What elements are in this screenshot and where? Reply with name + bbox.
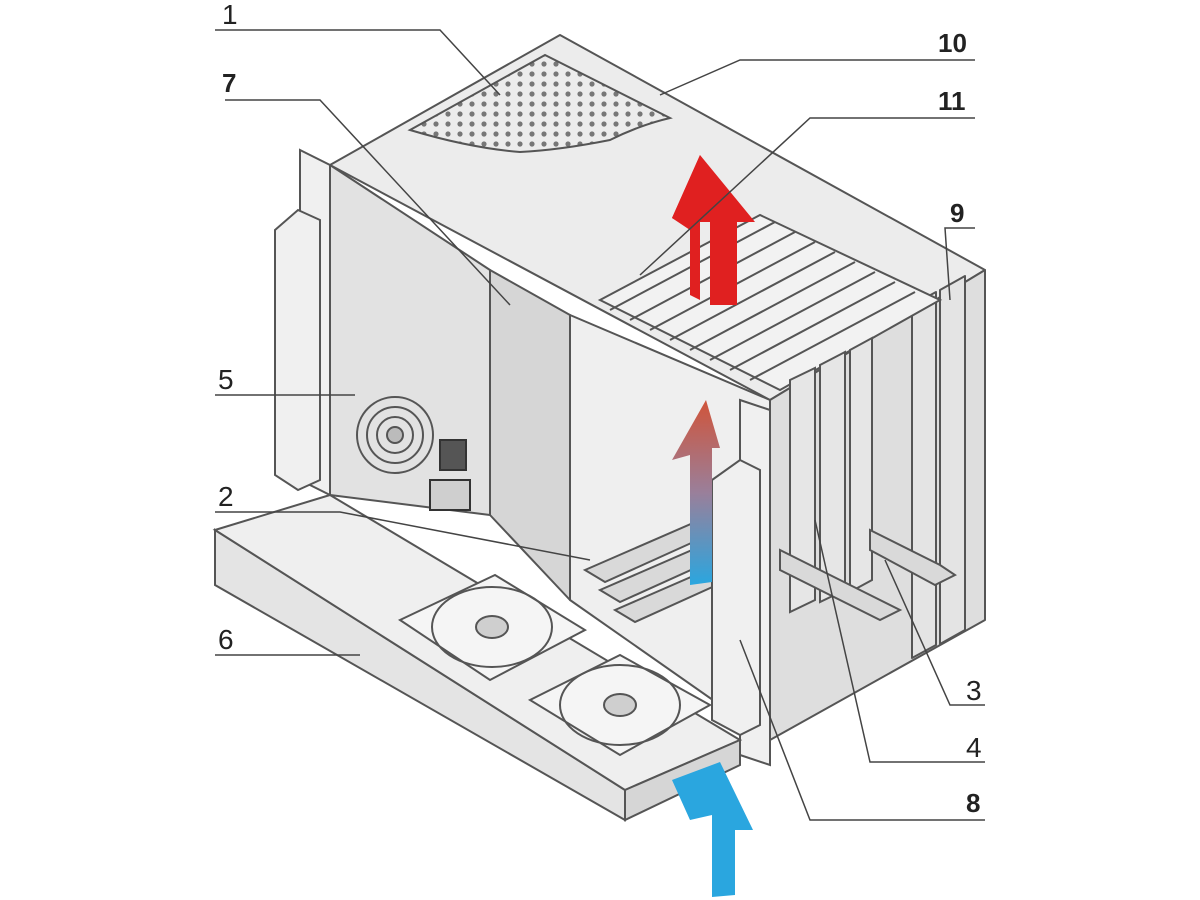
left-handle bbox=[274, 148, 331, 497]
backplane-connectors bbox=[582, 518, 957, 624]
callout-10: 10 bbox=[938, 28, 967, 58]
leader-3 bbox=[884, 559, 985, 706]
callout-4: 4 bbox=[966, 732, 982, 763]
psu-fan-grille bbox=[356, 396, 434, 474]
fan-1 bbox=[397, 573, 588, 682]
leader-7 bbox=[225, 99, 511, 306]
callout-1: 1 bbox=[222, 0, 238, 30]
leader-2 bbox=[215, 511, 591, 561]
airflow-out-arrow bbox=[672, 155, 755, 305]
airflow-in-arrow bbox=[672, 762, 753, 897]
psu-switch bbox=[439, 439, 467, 471]
perforated-top-panel bbox=[407, 53, 673, 154]
leader-10 bbox=[659, 59, 975, 96]
leader-9 bbox=[944, 227, 975, 301]
front-panel bbox=[711, 398, 771, 767]
callout-2: 2 bbox=[218, 481, 234, 512]
callout-3: 3 bbox=[966, 675, 982, 706]
callout-7: 7 bbox=[222, 68, 236, 98]
chassis-inner-wall bbox=[489, 269, 571, 601]
callout-11: 11 bbox=[938, 86, 966, 116]
psu-power-inlet bbox=[429, 479, 471, 511]
leader-8 bbox=[739, 639, 985, 821]
callout-labels: 1 2 3 4 5 6 7 8 9 10 11 bbox=[218, 0, 982, 818]
leader-4 bbox=[814, 519, 985, 763]
leader-1 bbox=[215, 29, 501, 96]
leader-11 bbox=[639, 117, 975, 276]
callout-6: 6 bbox=[218, 624, 234, 655]
airflow-internal-arrow bbox=[672, 400, 720, 585]
fan-2 bbox=[527, 653, 713, 757]
plug-in-cards bbox=[789, 336, 873, 614]
callout-5: 5 bbox=[218, 364, 234, 395]
leader-lines bbox=[215, 29, 985, 821]
callout-9: 9 bbox=[950, 198, 964, 228]
callout-8: 8 bbox=[966, 788, 980, 818]
